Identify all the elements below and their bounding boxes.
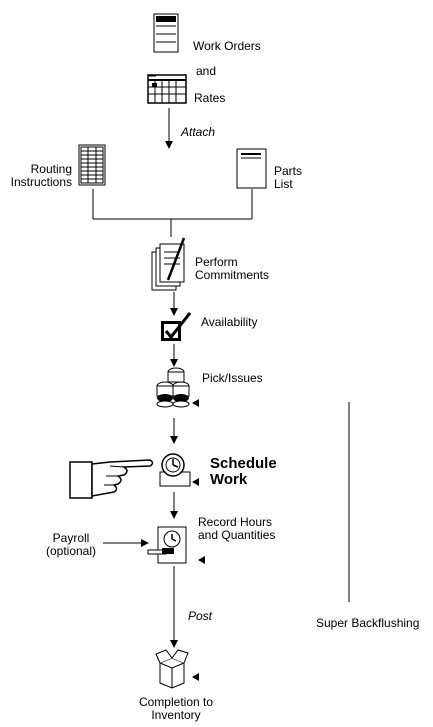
work-orders-label: Work Orders [193, 39, 261, 53]
payroll-label-line2: (optional) [45, 544, 97, 558]
record-label-line2: and Quantities [198, 528, 276, 542]
availability-check-icon [161, 312, 192, 341]
schedule-label-line1: Schedule [210, 455, 277, 472]
completion-label-line2: Inventory [151, 708, 201, 722]
routing-label-line1: Routing [30, 162, 72, 176]
pointing-hand-icon [69, 459, 154, 499]
payroll-label-line1: Payroll [52, 531, 90, 545]
record-label-line1: Record Hours [198, 515, 273, 529]
post-label: Post [188, 609, 213, 623]
time-clock-icon [147, 526, 205, 564]
perform-commitments-icon [151, 237, 186, 291]
merge-bracket [92, 189, 253, 237]
completion-label-line1: Completion to [138, 695, 214, 709]
and-label: and [196, 64, 217, 78]
pick-issues-icon [156, 367, 199, 408]
availability-label: Availability [201, 315, 258, 329]
work-orders-icon [153, 13, 179, 53]
rates-label: Rates [194, 91, 226, 105]
perform-label-line1: Perform [195, 255, 238, 269]
parts-label-line2: List [274, 177, 293, 191]
parts-label-line1: Parts [274, 164, 303, 178]
rates-grid-icon [147, 74, 187, 104]
routing-label-line2: Instructions [10, 175, 72, 189]
attach-label: Attach [181, 125, 216, 139]
schedule-label-line2: Work [210, 471, 248, 488]
perform-label-line2: Commitments [195, 268, 270, 282]
completion-box-icon [155, 649, 199, 689]
routing-instructions-icon [78, 144, 106, 186]
pick-issues-label: Pick/Issues [202, 371, 263, 385]
schedule-clock-icon [159, 453, 199, 487]
super-backflushing-label: Super Backflushing [316, 616, 420, 630]
parts-list-icon [236, 148, 267, 189]
